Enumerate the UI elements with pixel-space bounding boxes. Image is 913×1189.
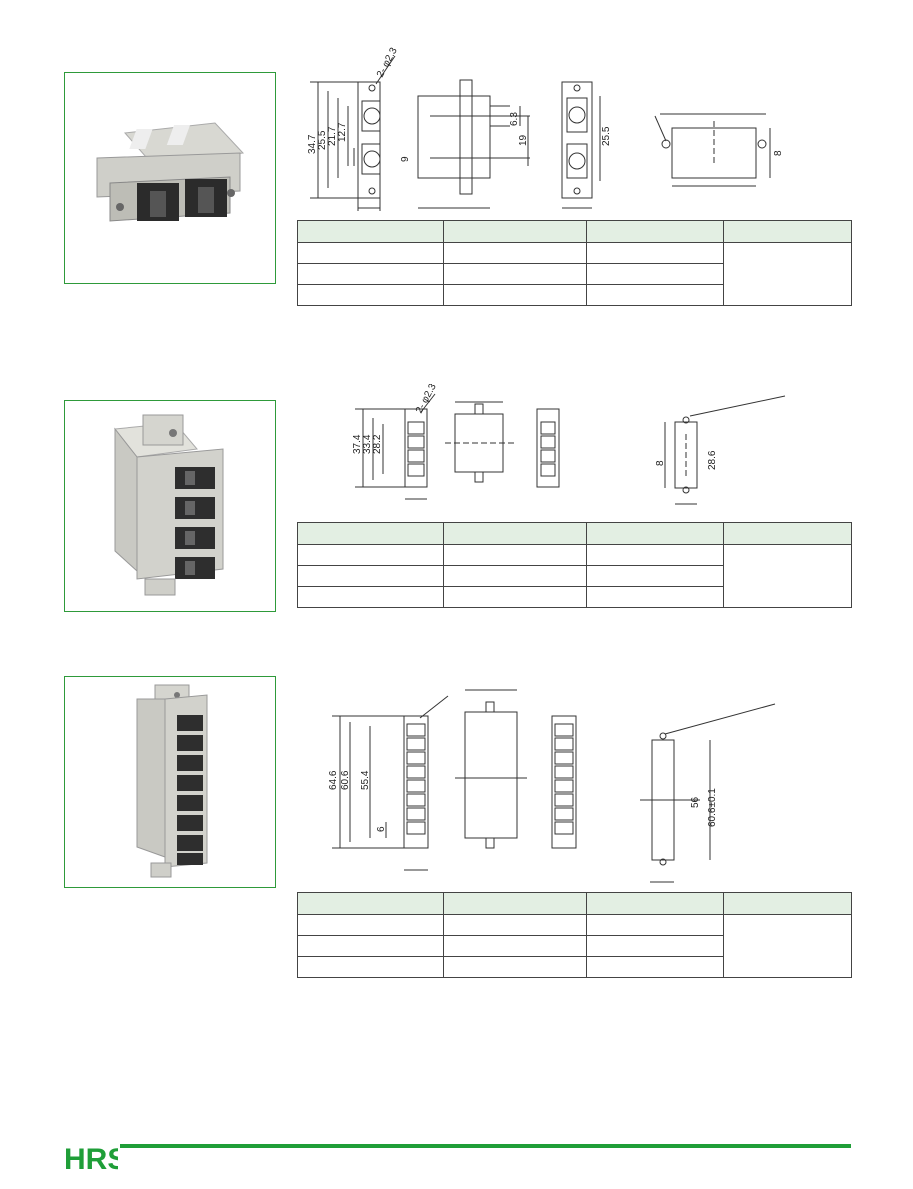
table-header-row bbox=[297, 522, 852, 545]
dim-37-4: 37.4 bbox=[352, 434, 363, 454]
dim-28-2: 28.2 bbox=[372, 434, 383, 454]
spec-table-section2 bbox=[297, 522, 852, 608]
table-row bbox=[297, 544, 852, 608]
footer-divider bbox=[120, 1144, 851, 1148]
dim-25-5-rear: 25.5 bbox=[601, 126, 612, 146]
dim-hole: 2- φ2.3 bbox=[414, 384, 439, 415]
dim-8: 8 bbox=[655, 460, 666, 466]
table-header-row bbox=[297, 220, 852, 243]
dim-34-7: 34.7 bbox=[307, 134, 318, 154]
spec-table-section1 bbox=[297, 220, 852, 306]
duplex-adapter-illustration bbox=[96, 122, 245, 222]
dimension-drawing-section3: 64.6 60.6 55.4 6 56 60.6±0.1 bbox=[328, 689, 776, 883]
dimension-drawing-section1: 2- φ2.3 34.7 25.5 21.7 12.7 9 6.3 19 25.… bbox=[307, 46, 784, 211]
dimension-drawing-section2: 2- φ2.3 37.4 33.4 28.2 8 28.6 bbox=[352, 384, 786, 505]
table-row bbox=[297, 956, 852, 978]
svg-text:HRS: HRS bbox=[64, 1143, 118, 1174]
dim-8: 8 bbox=[773, 150, 784, 156]
product-photo-octal-adapter bbox=[64, 676, 276, 888]
dim-60-6-tol: 60.6±0.1 bbox=[707, 788, 718, 827]
dim-55-4: 55.4 bbox=[360, 770, 371, 790]
octal-adapter-illustration bbox=[136, 684, 208, 878]
dim-56: 56 bbox=[690, 796, 701, 808]
table-row bbox=[297, 242, 852, 306]
table-row bbox=[297, 586, 852, 608]
hrs-logo: HRS bbox=[64, 1143, 118, 1174]
dim-hole: 2- φ2.3 bbox=[375, 46, 400, 79]
dim-21-7: 21.7 bbox=[327, 126, 338, 146]
dim-28-6: 28.6 bbox=[707, 450, 718, 470]
dim-64-6: 64.6 bbox=[328, 770, 339, 790]
dim-6: 6 bbox=[376, 826, 387, 832]
spec-table-section3 bbox=[297, 892, 852, 978]
dim-19: 19 bbox=[518, 134, 529, 146]
dim-60-6: 60.6 bbox=[340, 770, 351, 790]
table-row bbox=[297, 914, 852, 978]
dim-9: 9 bbox=[400, 156, 411, 162]
table-header-row bbox=[297, 892, 852, 915]
dim-6-3: 6.3 bbox=[509, 112, 520, 126]
product-photo-quad-adapter bbox=[64, 400, 276, 612]
dim-33-4: 33.4 bbox=[362, 434, 373, 454]
product-photo-duplex-adapter bbox=[64, 72, 276, 284]
dim-25-5: 25.5 bbox=[317, 130, 328, 150]
quad-adapter-illustration bbox=[114, 414, 224, 596]
table-row bbox=[297, 263, 852, 285]
dim-12-7: 12.7 bbox=[337, 122, 348, 142]
table-row bbox=[297, 284, 852, 306]
